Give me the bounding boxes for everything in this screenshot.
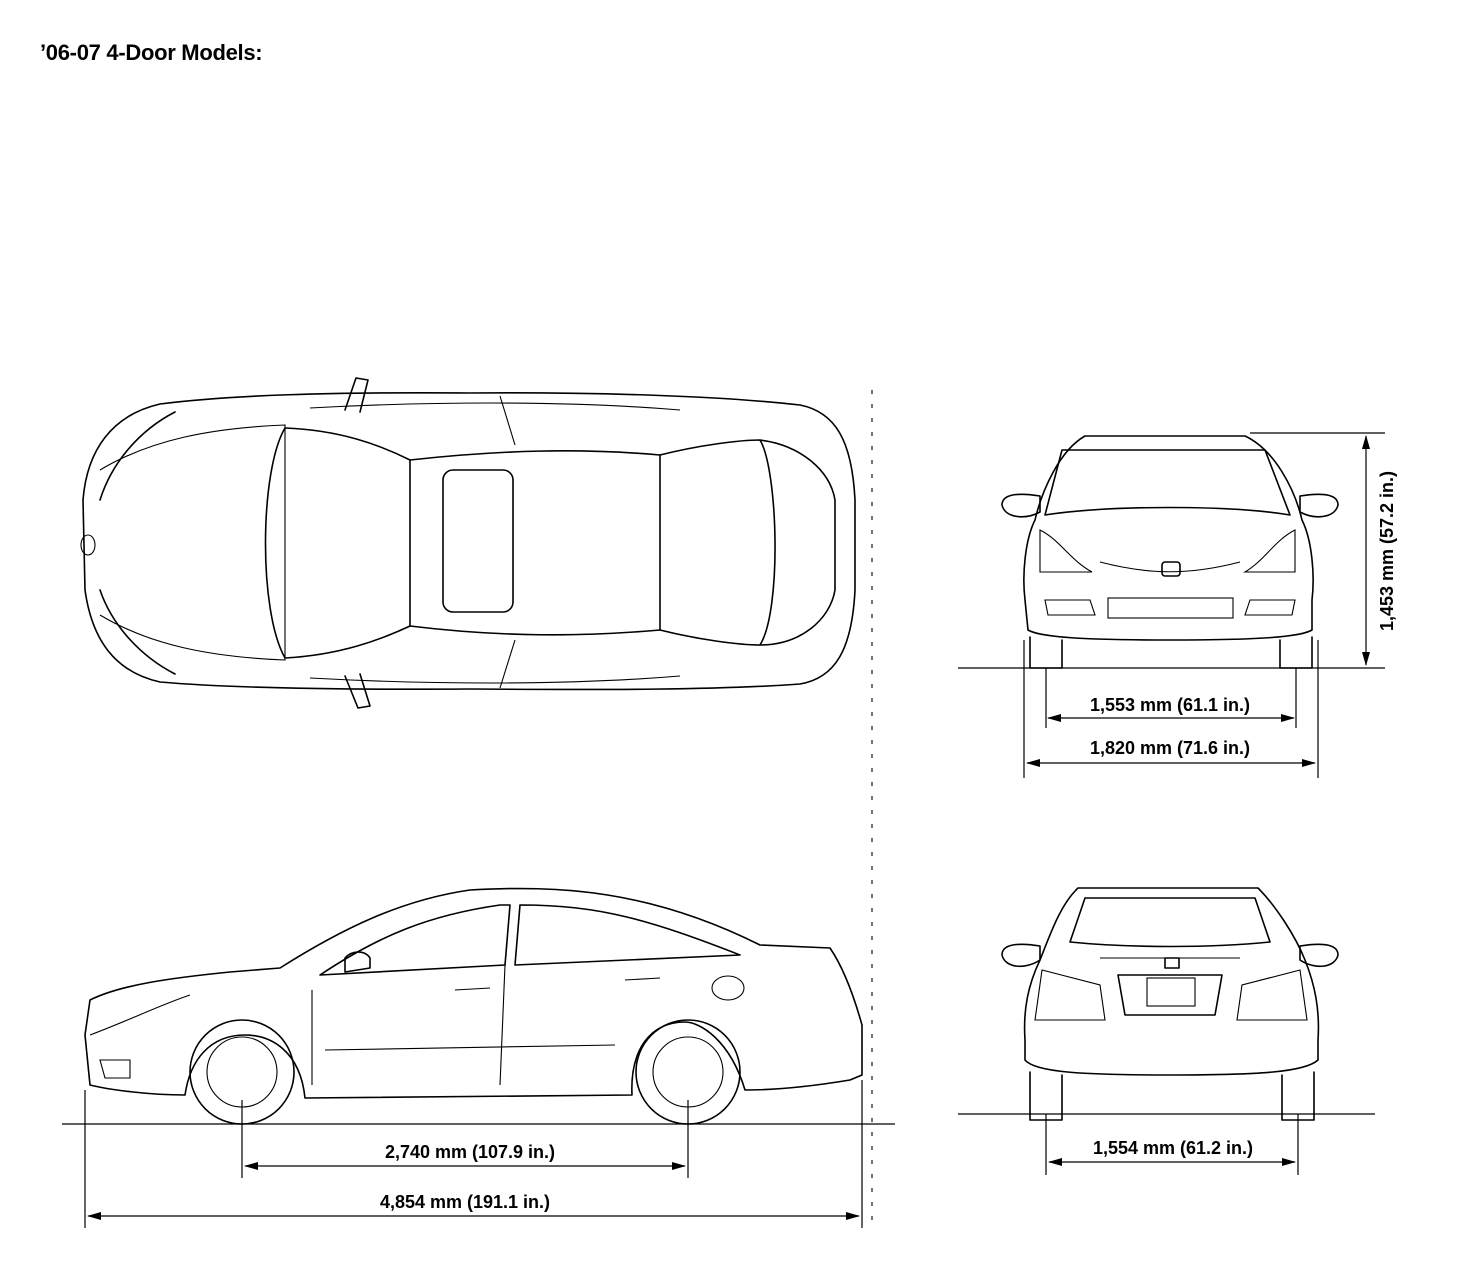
- front-tread-label: 1,553 mm (61.1 in.): [1090, 695, 1250, 715]
- top-view-car: [80, 377, 856, 709]
- rear-tread-label: 1,554 mm (61.2 in.): [1093, 1138, 1253, 1158]
- overall-width-label: 1,820 mm (71.6 in.): [1090, 738, 1250, 758]
- rear-view-car: [1001, 887, 1339, 1121]
- page-title: ’06-07 4-Door Models:: [40, 40, 263, 65]
- wheelbase-label: 2,740 mm (107.9 in.): [385, 1142, 555, 1162]
- front-view-car: [1001, 435, 1339, 669]
- overall-length-label: 4,854 mm (191.1 in.): [380, 1192, 550, 1212]
- dimension-lines: [62, 390, 1385, 1230]
- overall-height-label: 1,453 mm (57.2 in.): [1377, 471, 1397, 631]
- side-view-car: [84, 887, 863, 1125]
